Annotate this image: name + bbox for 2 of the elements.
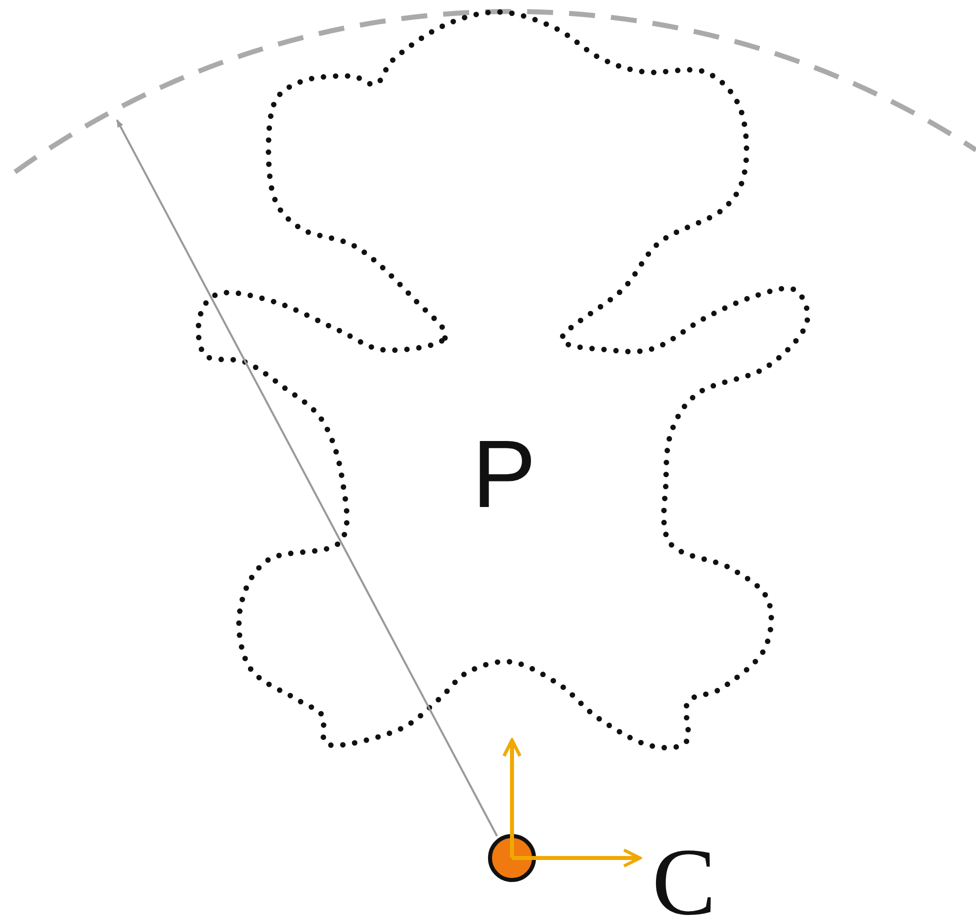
region-label: P	[472, 420, 536, 530]
frame-label: C	[652, 827, 716, 920]
